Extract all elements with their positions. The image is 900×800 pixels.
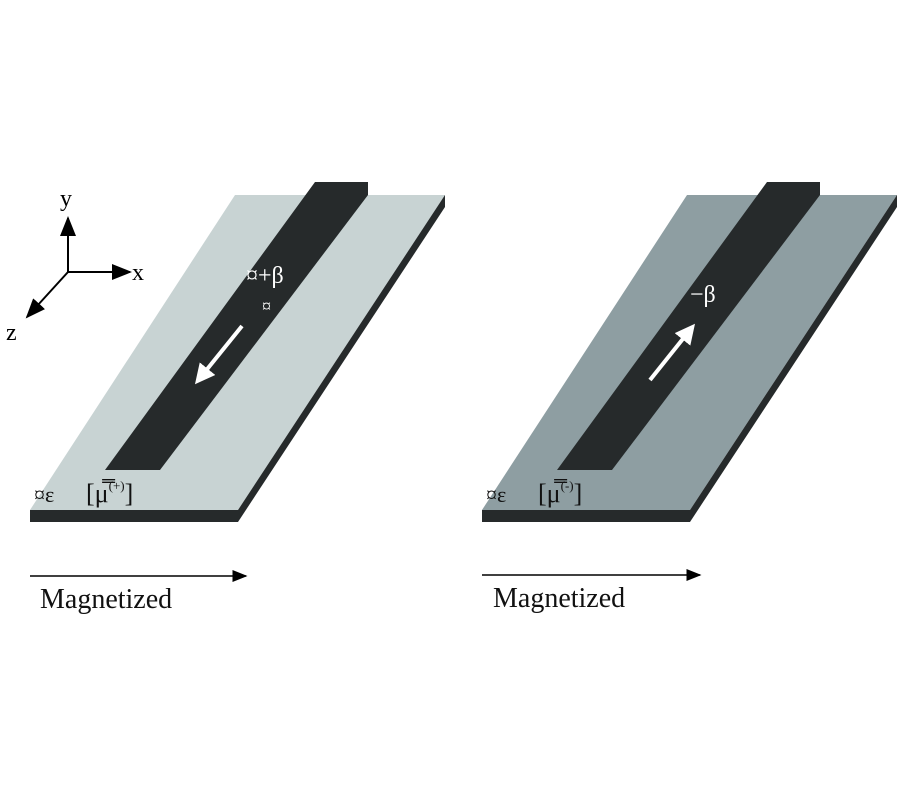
right-wave-arrow — [648, 323, 695, 382]
left-wave-arrow — [194, 324, 244, 385]
right-substrate-side — [690, 195, 897, 522]
right-substrate-front — [482, 510, 690, 522]
left-beta-sub-glyph: ¤ — [262, 296, 271, 316]
right-caption: Magnetized — [493, 583, 625, 614]
left-slab: ¤+β ¤ ¤ε [μ̿(+)] Magnetized — [30, 182, 445, 615]
right-permeability: [μ̿(-)] — [538, 478, 582, 508]
axis-y-label: y — [60, 186, 72, 212]
right-slab: −β ¤ε [μ̿(-)] Magnetized — [482, 182, 897, 614]
axis-z-label: z — [6, 320, 17, 346]
left-caption: Magnetized — [40, 584, 172, 615]
left-strip — [105, 182, 368, 470]
left-permittivity: ¤ε — [34, 482, 54, 507]
left-substrate-side — [238, 195, 445, 522]
left-substrate-front — [30, 510, 238, 522]
right-permittivity: ¤ε — [486, 482, 506, 507]
coordinate-axes: y x z — [6, 186, 144, 346]
axis-x-label: x — [132, 260, 144, 286]
right-beta-label: −β — [690, 282, 716, 308]
left-beta-label: ¤+β — [246, 263, 284, 289]
